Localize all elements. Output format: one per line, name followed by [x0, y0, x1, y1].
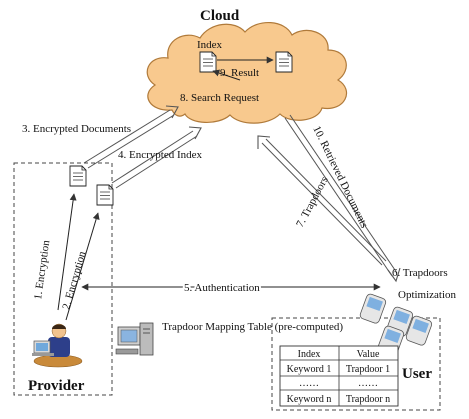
encrypted-index-arrow — [111, 126, 202, 189]
person-at-laptop-icon — [32, 323, 83, 368]
edge-label-authentication: 5. Authentication — [184, 282, 260, 294]
edge-label-result: 9. Result — [220, 67, 259, 79]
edge-label-encrypted-documents: 3. Encrypted Documents — [22, 123, 131, 135]
edge-label-trapdoors-optimization-2: Optimization — [398, 289, 457, 301]
table-cell: …… — [299, 378, 319, 389]
edge-label-search-request: 8. Search Request — [180, 92, 259, 104]
index-label: Index — [197, 39, 223, 51]
table-cell: Keyword n — [287, 394, 332, 405]
document-icon — [96, 184, 114, 206]
user-label: User — [402, 366, 432, 382]
mobile-phone-icon — [359, 293, 387, 324]
provider-label: Provider — [28, 378, 85, 394]
table-header-value: Value — [357, 349, 380, 360]
trapdoors-arrow — [257, 135, 387, 266]
table-cell: Trapdoor 1 — [346, 364, 390, 375]
trapdoor-mapping-table: Index Value Keyword 1 Trapdoor 1 …… …… K… — [279, 345, 399, 407]
edge-label-trapdoors: 7. Trapdoors — [294, 175, 331, 230]
retrieved-documents-arrow — [284, 114, 401, 283]
table-cell: Trapdoor n — [346, 394, 390, 405]
table-cell: …… — [358, 378, 378, 389]
cloud-node: Cloud Index 9. Result 8. Search Request — [146, 8, 348, 124]
cloud-title: Cloud — [200, 8, 240, 24]
document-icon — [69, 165, 87, 187]
cloud-shape — [146, 22, 348, 124]
search-arrow — [212, 69, 241, 81]
edge-label-trapdoors-optimization-1: 6. Trapdoors — [392, 267, 448, 279]
document-icon — [199, 51, 217, 73]
mapping-table-title: Trapdoor Mapping Table (pre-computed) — [162, 321, 343, 333]
encrypted-documents-arrow — [83, 105, 179, 169]
provider-boundary — [13, 162, 113, 396]
encryption-arrow-2 — [65, 212, 100, 321]
encryption-arrow-1 — [57, 193, 77, 311]
table-cell: Keyword 1 — [287, 364, 332, 375]
document-icon — [275, 51, 293, 73]
user-boundary — [271, 317, 441, 411]
edge-label-encryption-1: 1. Encryption — [32, 239, 52, 300]
table-header-index: Index — [298, 349, 321, 360]
computer-icon — [115, 322, 154, 356]
edge-label-encrypted-index: 4. Encrypted Index — [118, 149, 202, 161]
mobile-phone-icon — [405, 315, 433, 346]
